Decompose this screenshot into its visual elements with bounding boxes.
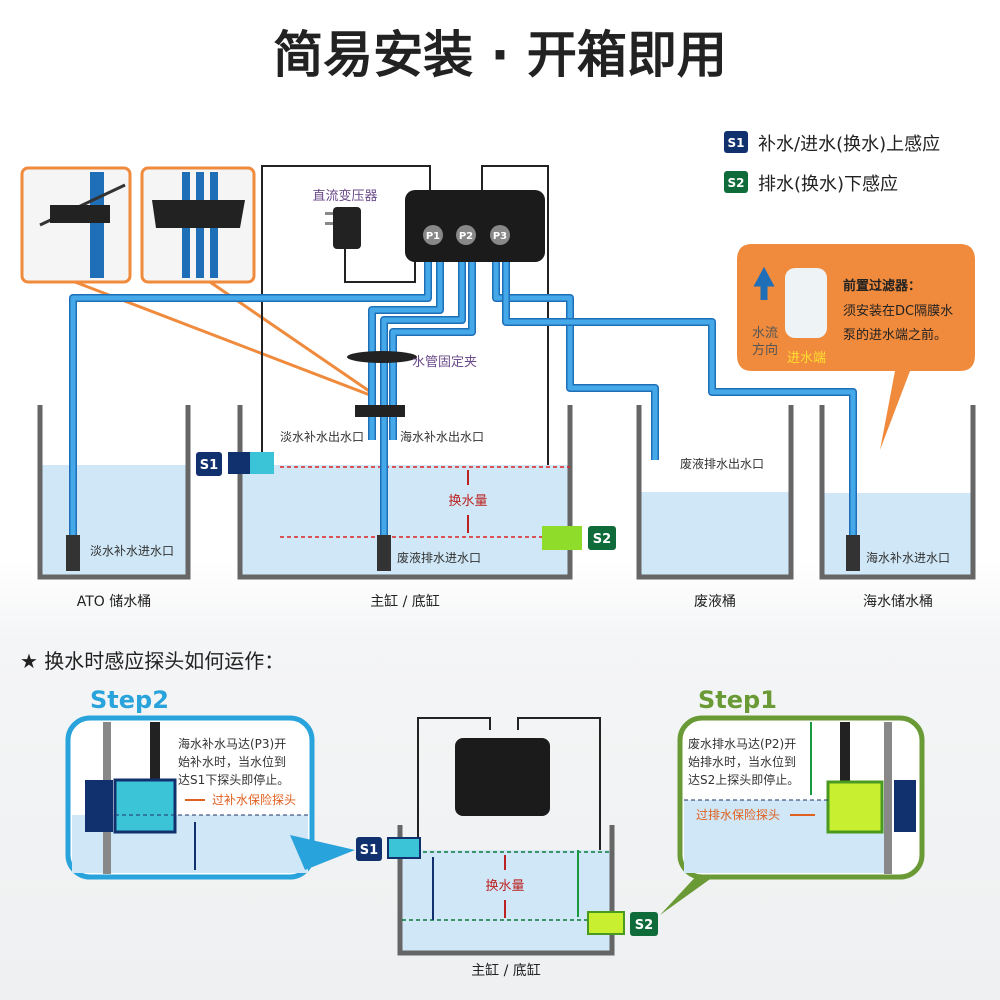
sea-inlet-label: 海水补水进水口 <box>866 550 950 565</box>
clip-photo-callout-1 <box>20 166 132 284</box>
svg-text:始补水时，当水位到: 始补水时，当水位到 <box>178 754 286 769</box>
svg-text:前置过滤器：: 前置过滤器： <box>843 278 921 294</box>
svg-text:始排水时，当水位到: 始排水时，当水位到 <box>688 754 796 769</box>
clip-label: 水管固定夹 <box>412 355 477 370</box>
step1-callout: 废水排水马达(P2)开 始排水时，当水位到 达S2上探头即停止。 过排水保险探头 <box>660 715 925 915</box>
legend-s2: S2 排水(换水)下感应 <box>724 171 898 195</box>
waste-outlet-label: 废液排水出水口 <box>680 456 764 471</box>
svg-text:S2: S2 <box>728 176 745 190</box>
svg-text:过补水保险探头: 过补水保险探头 <box>212 792 296 807</box>
section-title: ★ 换水时感应探头如何运作： <box>20 649 284 673</box>
sensor-s1: S1 <box>196 452 274 476</box>
svg-text:过排水保险探头: 过排水保险探头 <box>696 807 780 822</box>
step2-callout: 海水补水马达(P3)开 始补水时，当水位到 达S1下探头即停止。 过补水保险探头 <box>65 715 355 880</box>
adapter-label: 直流变压器 <box>312 188 377 204</box>
svg-text:S2: S2 <box>635 918 653 933</box>
exchange-label: 换水量 <box>448 494 487 509</box>
tank-walls <box>37 405 976 580</box>
tubing <box>69 258 857 540</box>
svg-text:P1: P1 <box>426 231 440 242</box>
step1-title: Step1 <box>698 686 777 714</box>
adapter-wire <box>344 240 416 283</box>
svg-text:达S1下探头即停止。: 达S1下探头即停止。 <box>178 772 289 787</box>
svg-text:S1: S1 <box>728 136 745 150</box>
svg-text:排水(换水)下感应: 排水(换水)下感应 <box>758 174 898 195</box>
exchange-level-lines <box>280 466 570 538</box>
waste-inlet-label: 废液排水进水口 <box>397 550 481 565</box>
svg-text:S1: S1 <box>200 458 218 473</box>
fresh-outlet-label: 淡水补水出水口 <box>280 430 364 444</box>
tube-clip <box>347 351 417 417</box>
svg-text:达S2上探头即停止。: 达S2上探头即停止。 <box>688 772 799 787</box>
filter-callout: 前置过滤器： 须安装在DC隔膜水 泵的进水端之前。 水流 方向 进水端 <box>737 244 975 450</box>
legend-s1: S1 补水/进水(换水)上感应 <box>724 131 940 155</box>
svg-text:方向: 方向 <box>752 342 778 358</box>
svg-text:P3: P3 <box>493 231 507 242</box>
svg-text:泵的进水端之前。: 泵的进水端之前。 <box>843 327 947 343</box>
bottom-main-tank: 换水量 S1 S2 主缸 / 底缸 <box>356 717 658 979</box>
s1-wire <box>261 165 431 455</box>
svg-text:海水补水马达(P3)开: 海水补水马达(P3)开 <box>178 736 286 751</box>
page-title: 简易安装 · 开箱即用 <box>273 26 727 84</box>
svg-text:废水排水马达(P2)开: 废水排水马达(P2)开 <box>688 736 796 751</box>
sea-outlet-label: 海水补水出水口 <box>400 429 484 444</box>
power-adapter-icon <box>325 207 361 249</box>
tank-label-waste: 废液桶 <box>694 594 736 610</box>
fresh-inlet-label: 淡水补水进水口 <box>90 544 174 558</box>
tank-label-sea: 海水储水桶 <box>863 594 933 610</box>
pump-filters <box>66 535 860 571</box>
step2-title: Step2 <box>90 686 169 714</box>
svg-text:S1: S1 <box>360 843 378 858</box>
sensor-s2: S2 <box>542 526 616 550</box>
tank-label-ato: ATO 储水桶 <box>77 594 152 610</box>
svg-text:主缸 / 底缸: 主缸 / 底缸 <box>471 962 541 979</box>
svg-text:换水量: 换水量 <box>485 879 524 894</box>
svg-text:补水/进水(换水)上感应: 补水/进水(换水)上感应 <box>758 134 940 155</box>
controller-unit: P1 P2 P3 <box>405 190 545 262</box>
svg-text:进水端: 进水端 <box>787 351 826 366</box>
svg-text:须安装在DC隔膜水: 须安装在DC隔膜水 <box>843 304 953 319</box>
s2-wire <box>481 165 549 530</box>
svg-text:P2: P2 <box>459 231 473 242</box>
svg-text:S2: S2 <box>593 532 611 547</box>
tank-label-main: 主缸 / 底缸 <box>370 593 440 610</box>
clip-photo-callout-2 <box>140 166 256 284</box>
svg-text:水流: 水流 <box>752 326 778 341</box>
